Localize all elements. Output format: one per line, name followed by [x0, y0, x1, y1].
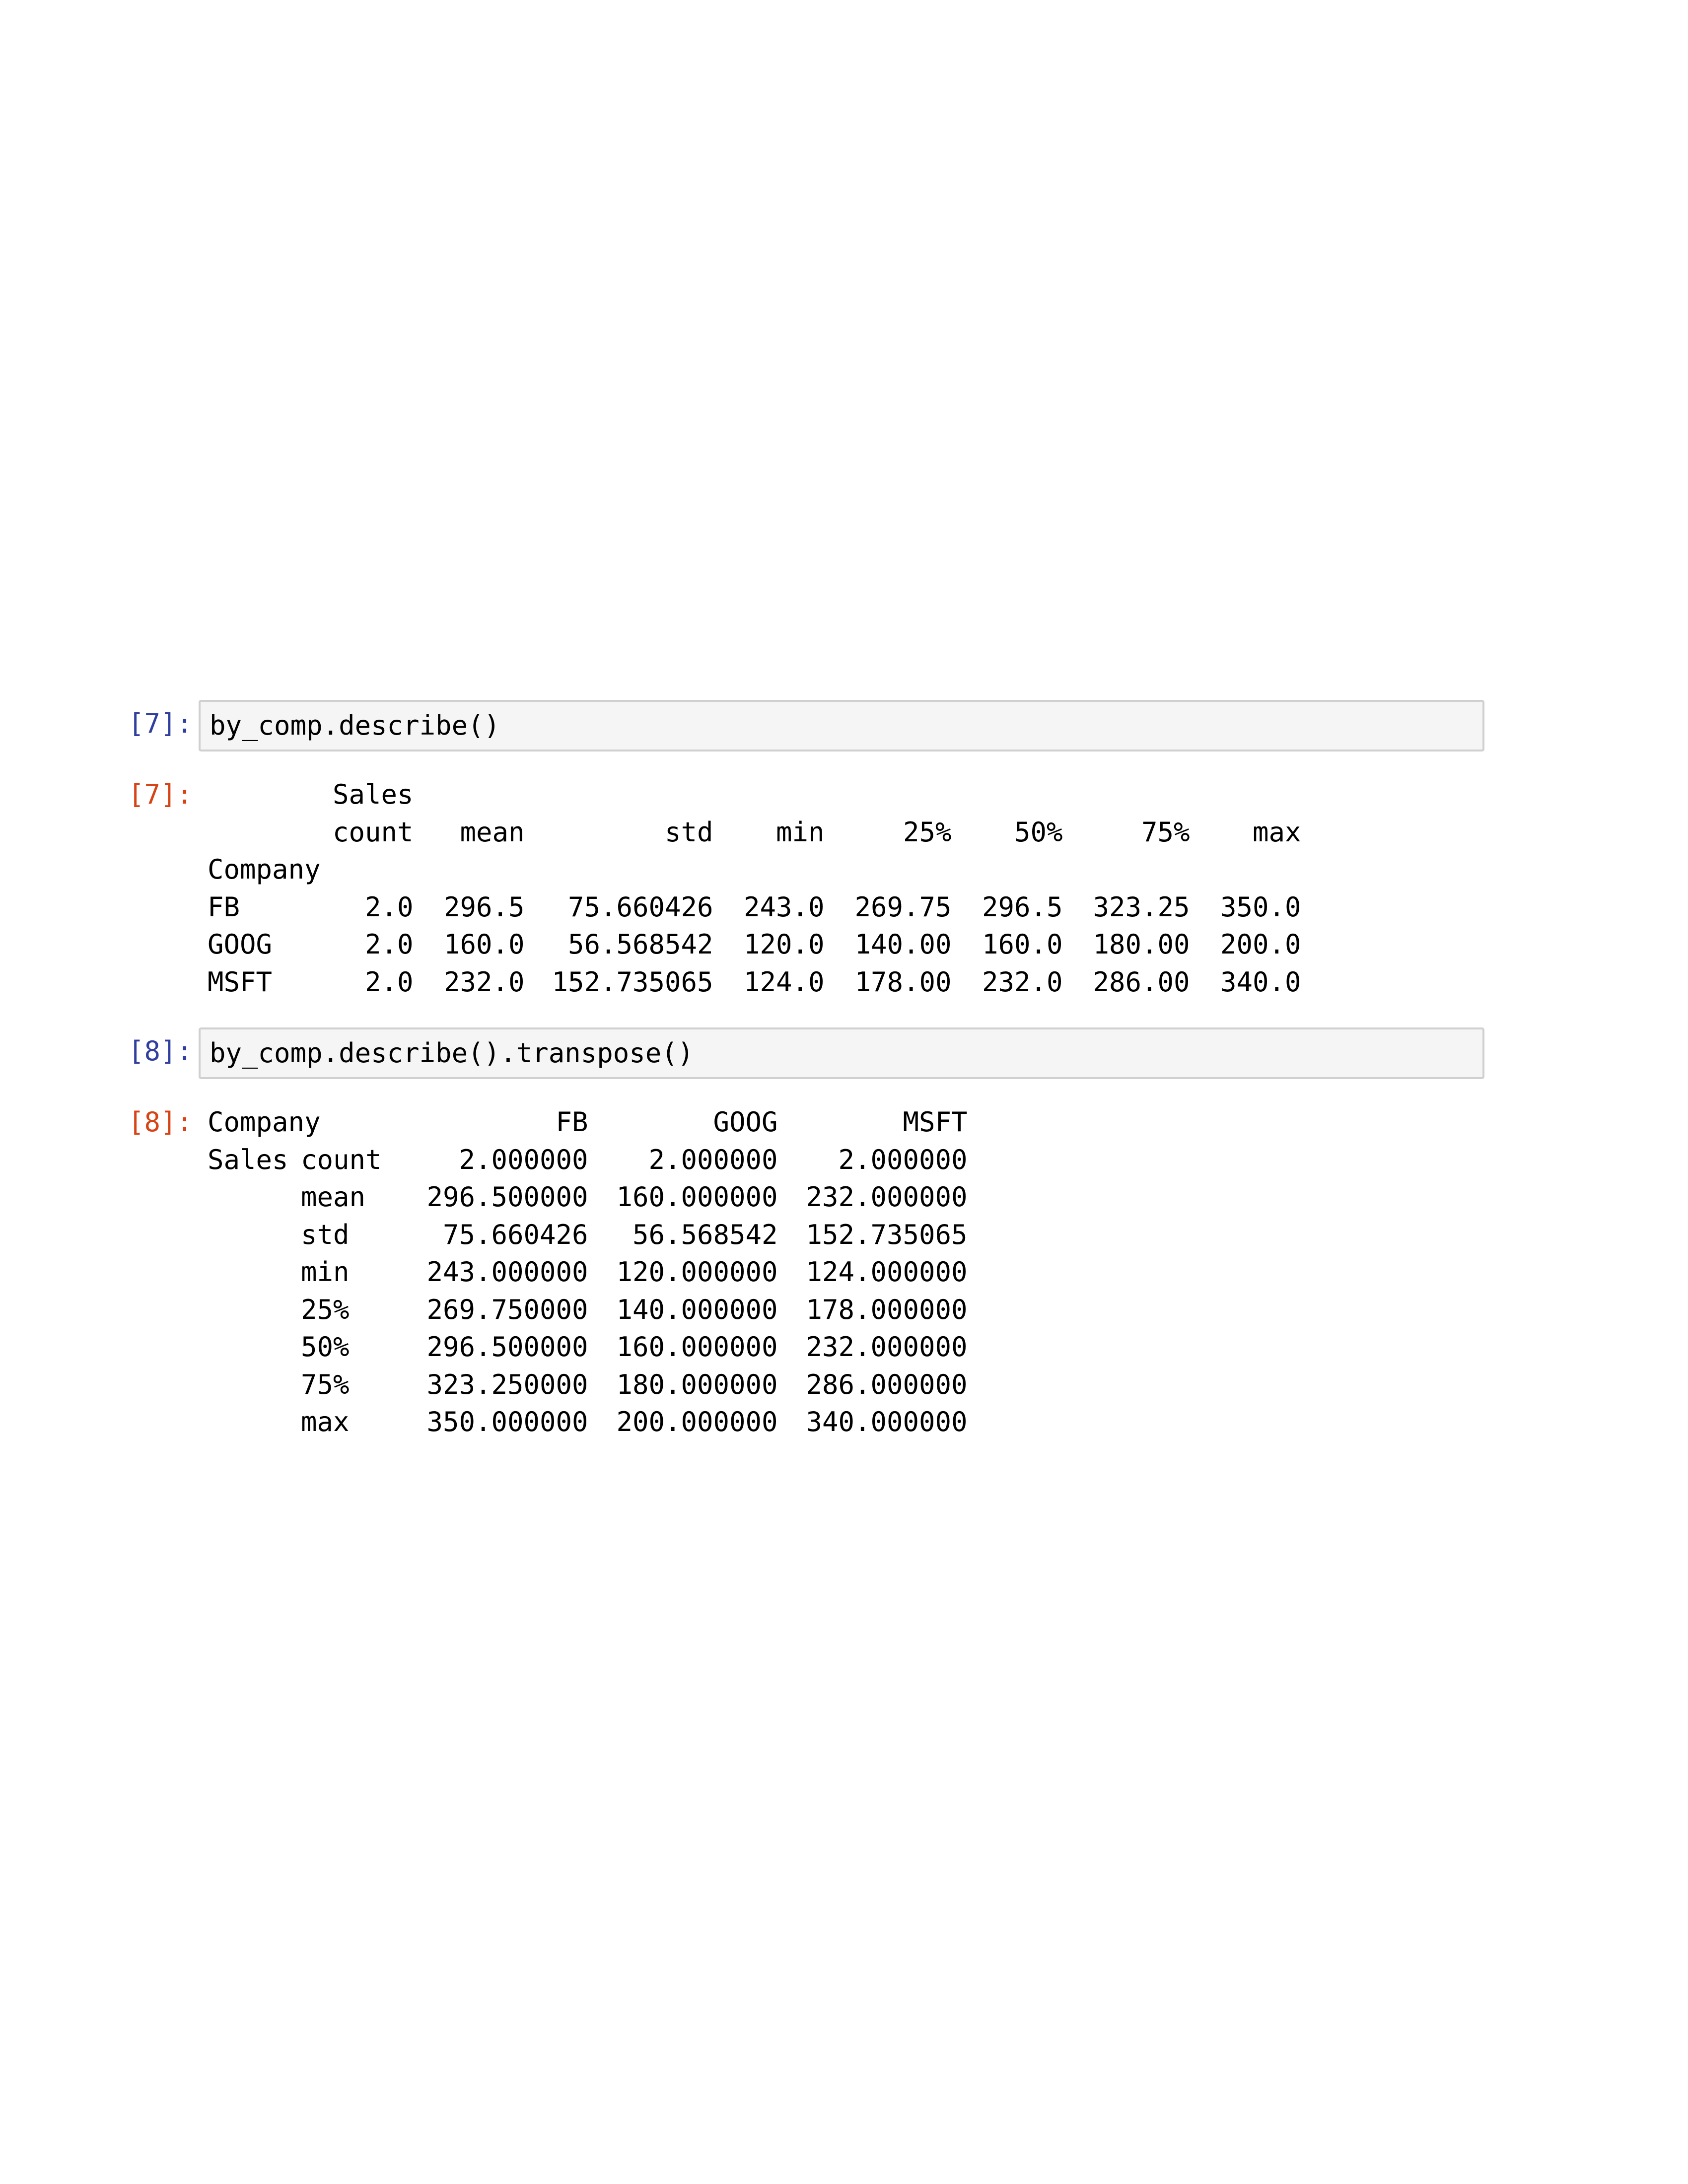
table-cell: 296.5	[982, 891, 1063, 923]
table-row: MSFT 2.0 232.0 152.735065 124.0 178.00 2…	[208, 963, 1301, 1001]
table-cell: 200.000000	[616, 1406, 778, 1438]
out-prompt-8: [8]:	[128, 1106, 193, 1138]
table-cell: 178.00	[854, 966, 952, 998]
describe-output-table: Sales count mean std min 25% 50% 75% max…	[208, 776, 1301, 1001]
table-cell: 120.000000	[616, 1256, 778, 1288]
table-cell: 243.000000	[426, 1256, 588, 1288]
table-cell: 160.000000	[616, 1331, 778, 1363]
code-text-7: by_comp.describe()	[210, 710, 500, 741]
table-cell: 178.000000	[806, 1294, 968, 1325]
row-index: MSFT	[208, 966, 273, 998]
table-cell: 2.0	[365, 929, 414, 960]
column-header: std	[665, 816, 713, 848]
table-cell: 2.000000	[459, 1144, 588, 1175]
row-index: mean	[301, 1181, 366, 1213]
index-name: Company	[208, 854, 321, 886]
table-cell: 2.0	[365, 966, 414, 998]
column-header-row: count mean std min 25% 50% 75% max	[208, 814, 1301, 851]
table-cell: 350.0	[1220, 891, 1301, 923]
code-cell-7[interactable]: by_comp.describe()	[199, 700, 1484, 751]
table-row: min 243.000000 120.000000 124.000000	[208, 1253, 968, 1291]
table-row: 75% 323.250000 180.000000 286.000000	[208, 1366, 968, 1404]
table-cell: 152.735065	[806, 1219, 968, 1250]
column-header: MSFT	[903, 1106, 968, 1138]
table-row: max 350.000000 200.000000 340.000000	[208, 1403, 968, 1441]
table-cell: 296.500000	[426, 1331, 588, 1363]
column-header: mean	[460, 816, 525, 848]
row-index: FB	[208, 891, 240, 923]
table-cell: 232.000000	[806, 1181, 968, 1213]
table-cell: 152.735065	[552, 966, 713, 998]
table-row: Sales count 2.000000 2.000000 2.000000	[208, 1141, 968, 1179]
column-group-row: Sales	[208, 776, 1301, 814]
table-cell: 269.750000	[426, 1294, 588, 1325]
table-cell: 160.0	[982, 929, 1063, 960]
table-cell: 269.75	[854, 891, 952, 923]
table-row: 25% 269.750000 140.000000 178.000000	[208, 1291, 968, 1329]
column-header: GOOG	[713, 1106, 778, 1138]
column-header: 25%	[903, 816, 952, 848]
column-group-header: Sales	[333, 779, 414, 811]
table-cell: 232.000000	[806, 1331, 968, 1363]
table-cell: 323.25	[1093, 891, 1190, 923]
table-row: FB 2.0 296.5 75.660426 243.0 269.75 296.…	[208, 888, 1301, 926]
table-row: std 75.660426 56.568542 152.735065	[208, 1216, 968, 1254]
table-cell: 124.000000	[806, 1256, 968, 1288]
table-cell: 286.000000	[806, 1368, 968, 1400]
table-cell: 180.000000	[616, 1368, 778, 1400]
table-cell: 340.000000	[806, 1406, 968, 1438]
code-cell-8[interactable]: by_comp.describe().transpose()	[199, 1027, 1484, 1079]
table-cell: 140.00	[854, 929, 952, 960]
table-cell: 350.000000	[426, 1406, 588, 1438]
row-index: std	[301, 1219, 350, 1250]
table-cell: 243.0	[744, 891, 825, 923]
column-header: 50%	[1014, 816, 1063, 848]
table-cell: 296.500000	[426, 1181, 588, 1213]
table-cell: 2.000000	[648, 1144, 778, 1175]
table-cell: 140.000000	[616, 1294, 778, 1325]
index-name-row: Company	[208, 851, 1301, 888]
row-index: 50%	[301, 1331, 350, 1363]
table-cell: 56.568542	[632, 1219, 778, 1250]
table-row: 50% 296.500000 160.000000 232.000000	[208, 1328, 968, 1366]
outer-index: Sales	[208, 1144, 288, 1175]
table-cell: 200.0	[1220, 929, 1301, 960]
table-cell: 124.0	[744, 966, 825, 998]
table-cell: 2.000000	[838, 1144, 968, 1175]
row-index: 75%	[301, 1368, 350, 1400]
row-index: count	[301, 1144, 382, 1175]
table-cell: 296.5	[444, 891, 525, 923]
table-cell: 56.568542	[567, 929, 713, 960]
code-text-8: by_comp.describe().transpose()	[210, 1037, 694, 1069]
row-index: 25%	[301, 1294, 350, 1325]
table-row: mean 296.500000 160.000000 232.000000	[208, 1178, 968, 1216]
table-cell: 75.660426	[442, 1219, 588, 1250]
table-cell: 323.250000	[426, 1368, 588, 1400]
column-header-row: Company FB GOOG MSFT	[208, 1103, 968, 1141]
row-index: max	[301, 1406, 350, 1438]
table-cell: 160.0	[444, 929, 525, 960]
column-header: FB	[556, 1106, 588, 1138]
table-cell: 286.00	[1093, 966, 1190, 998]
table-cell: 340.0	[1220, 966, 1301, 998]
column-header: max	[1253, 816, 1301, 848]
table-cell: 120.0	[744, 929, 825, 960]
table-row: GOOG 2.0 160.0 56.568542 120.0 140.00 16…	[208, 926, 1301, 963]
in-prompt-8: [8]:	[128, 1035, 193, 1067]
table-cell: 2.0	[365, 891, 414, 923]
table-cell: 180.00	[1093, 929, 1190, 960]
index-name: Company	[208, 1106, 321, 1138]
table-cell: 232.0	[982, 966, 1063, 998]
row-index: GOOG	[208, 929, 273, 960]
column-header: count	[333, 816, 414, 848]
table-cell: 160.000000	[616, 1181, 778, 1213]
column-header: min	[776, 816, 825, 848]
out-prompt-7: [7]:	[128, 779, 193, 810]
in-prompt-7: [7]:	[128, 708, 193, 739]
table-cell: 75.660426	[567, 891, 713, 923]
table-cell: 232.0	[444, 966, 525, 998]
column-header: 75%	[1141, 816, 1190, 848]
row-index: min	[301, 1256, 350, 1288]
transpose-output-table: Company FB GOOG MSFT Sales count 2.00000…	[208, 1103, 968, 1441]
